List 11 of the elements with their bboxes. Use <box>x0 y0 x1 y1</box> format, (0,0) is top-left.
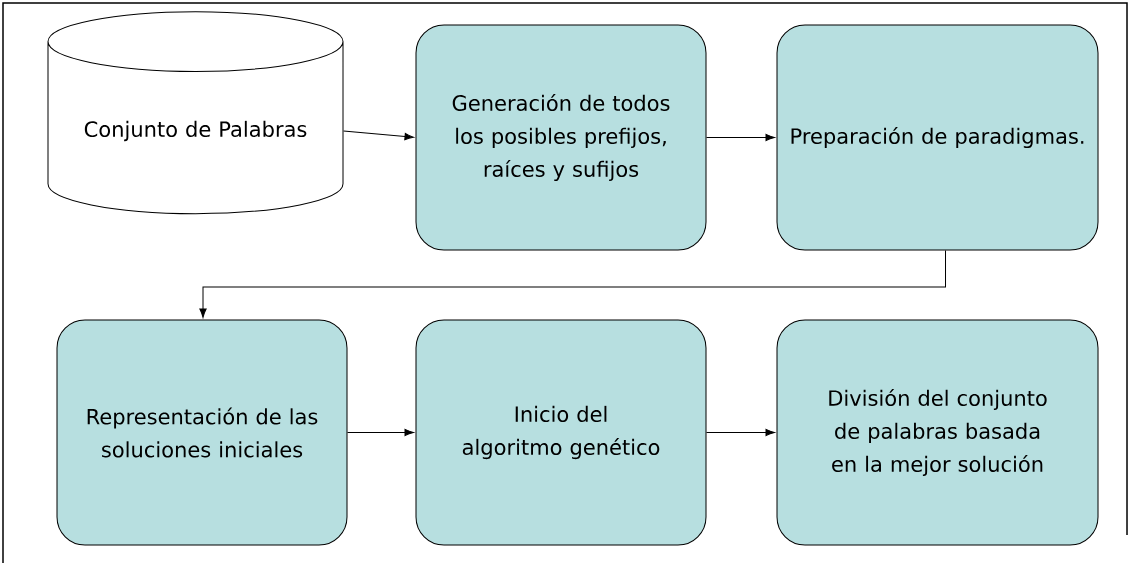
process-box: Preparación de paradigmas. <box>776 24 1099 251</box>
process-box: Generación de todos los posibles prefijos, raíces y sufijos <box>415 24 707 251</box>
process-box: División del conjunto de palabras basada en la mejor solución <box>776 319 1099 546</box>
arrow <box>343 130 414 141</box>
database-cylinder: Conjunto de Palabras <box>47 11 344 215</box>
arrow <box>706 133 775 142</box>
arrow <box>199 250 946 318</box>
process-box: Inicio del algoritmo genético <box>415 319 707 546</box>
process-box: Representación de las soluciones iniciales <box>56 319 348 546</box>
arrow <box>706 428 775 437</box>
arrow <box>347 428 414 437</box>
